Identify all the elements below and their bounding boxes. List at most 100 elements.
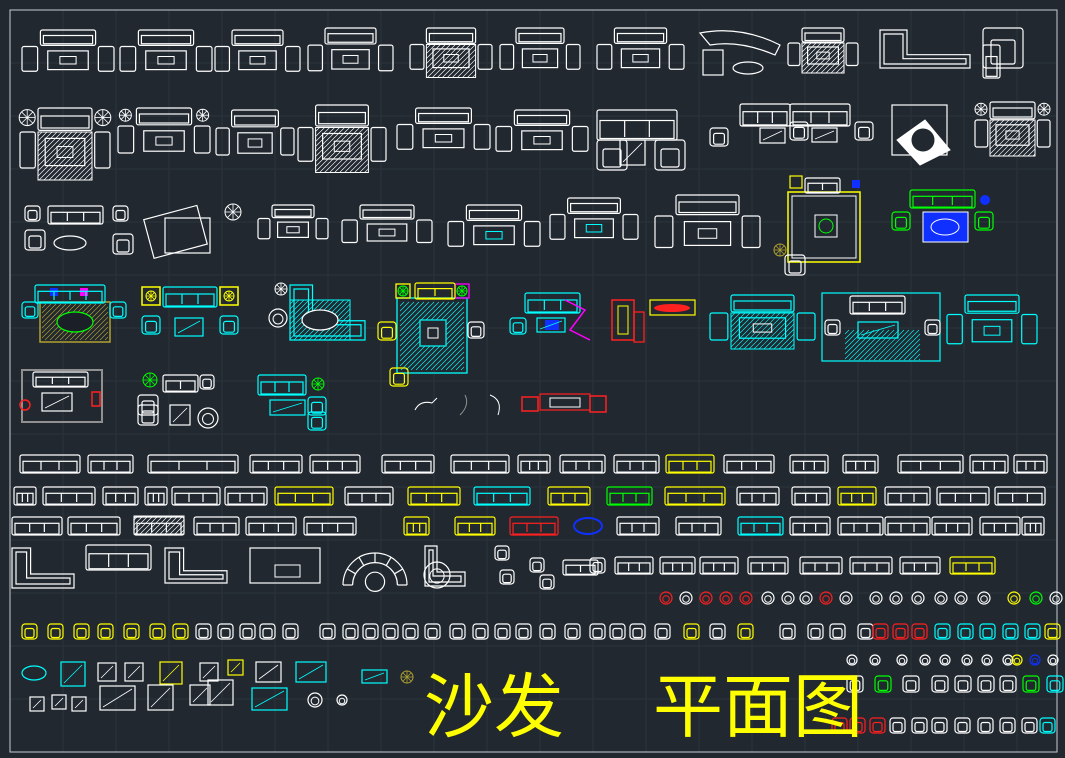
armchair-211: [123, 623, 140, 640]
three-seat-sofa-110: [521, 393, 607, 413]
three-seat-sofa-112: [87, 454, 134, 474]
armchair-240: [829, 623, 846, 640]
armchair-203: [977, 591, 991, 605]
plant-64: [223, 290, 235, 302]
three-seat-sofa-178: [562, 559, 599, 576]
sofa-set-58: [39, 288, 111, 343]
plant-76: [397, 285, 409, 297]
armchair-201: [934, 591, 948, 605]
three-seat-sofa-59: [34, 284, 106, 304]
three-seat-sofa-129: [42, 486, 96, 506]
armchair-193: [761, 591, 775, 605]
coffee-table-289: [255, 661, 282, 683]
plant-14: [94, 109, 112, 127]
sofa-set-62: [141, 286, 239, 306]
armchair-233: [629, 623, 646, 640]
plant-17: [196, 108, 210, 122]
sectional-sofa-9: [879, 29, 971, 69]
three-seat-sofa-128: [13, 486, 37, 506]
three-seat-sofa-143: [837, 486, 877, 506]
three-seat-sofa-122: [723, 454, 775, 474]
armchair-174: [494, 545, 510, 561]
armchair-108: [307, 411, 327, 431]
three-seat-sofa-140: [664, 486, 726, 506]
armchair-268: [999, 675, 1017, 693]
three-seat-sofa-138: [547, 486, 591, 506]
three-seat-sofa-120: [613, 454, 660, 474]
sofa-set-86: [611, 299, 696, 343]
sofa-set-48: [549, 197, 639, 240]
coffee-table-284: [97, 662, 117, 682]
three-seat-sofa-137: [473, 486, 531, 506]
coffee-table-283: [60, 661, 86, 687]
coffee-table-300: [251, 687, 288, 711]
armchair-278: [977, 717, 994, 734]
plant-52: [773, 243, 787, 257]
armchair-217: [259, 623, 276, 640]
armchair-301: [307, 692, 323, 708]
coffee-table-290: [295, 661, 327, 683]
sectional-sofa-167: [11, 547, 75, 589]
armchair-210: [97, 623, 114, 640]
three-seat-sofa-156: [616, 516, 660, 536]
rug-166: [133, 515, 185, 535]
armchair-101: [137, 404, 159, 426]
armchair-202: [954, 591, 968, 605]
armchair-23: [596, 139, 628, 171]
armchair-277: [954, 717, 971, 734]
sofa-set-5: [499, 27, 581, 70]
sofa-set-3: [307, 27, 394, 72]
three-seat-sofa-115: [309, 454, 361, 474]
armchair-107: [307, 396, 327, 416]
armchair-213: [172, 623, 189, 640]
armchair-66: [141, 315, 161, 335]
three-seat-sofa-162: [931, 516, 973, 536]
armchair-257: [981, 654, 993, 666]
armchair-218: [282, 623, 299, 640]
plant-72: [274, 282, 288, 296]
armchair-243: [892, 623, 909, 640]
coffee-table-297: [147, 684, 174, 711]
armchair-78: [377, 321, 397, 341]
armchair-219: [319, 623, 336, 640]
drawing-title: 沙发 平面图: [424, 666, 864, 748]
armchair-176: [529, 557, 545, 573]
armchair-214: [195, 623, 212, 640]
sofa-set-20: [396, 107, 491, 150]
coffee-table-295: [71, 696, 87, 712]
coffee-table-296: [99, 685, 136, 711]
three-seat-sofa-183: [747, 556, 789, 575]
armchair-209: [73, 623, 90, 640]
armchair-199: [889, 591, 903, 605]
plant-44: [224, 203, 242, 221]
three-seat-sofa-145: [936, 486, 990, 506]
armchair-200: [911, 591, 925, 605]
sofa-set-93: [946, 294, 1038, 345]
armchair-103: [197, 407, 219, 429]
three-seat-sofa-104: [257, 374, 307, 396]
sofa-set-54: [922, 195, 990, 243]
three-seat-sofa-144: [884, 486, 931, 506]
armchair-270: [1046, 675, 1064, 693]
armchair-229: [539, 623, 556, 640]
armchair-175: [499, 569, 515, 585]
coffee-table-32: [811, 127, 838, 143]
sofa-set-50: [787, 175, 861, 263]
sofa-set-45: [257, 204, 329, 240]
armchair-230: [564, 623, 581, 640]
armchair-179: [589, 557, 606, 574]
coffee-table-294: [51, 694, 67, 710]
armchair-198: [869, 591, 883, 605]
armchair-28: [789, 121, 809, 141]
armchair-221: [362, 623, 379, 640]
armchair-249: [1024, 623, 1041, 640]
round-sofa-7: [698, 30, 781, 76]
three-seat-sofa-116: [381, 454, 435, 474]
three-seat-sofa-146: [994, 486, 1046, 506]
armchair-265: [931, 675, 949, 693]
three-seat-sofa-161: [884, 516, 931, 536]
armchair-276: [931, 717, 948, 734]
armchair-80: [389, 367, 409, 387]
armchair-90: [824, 319, 841, 336]
